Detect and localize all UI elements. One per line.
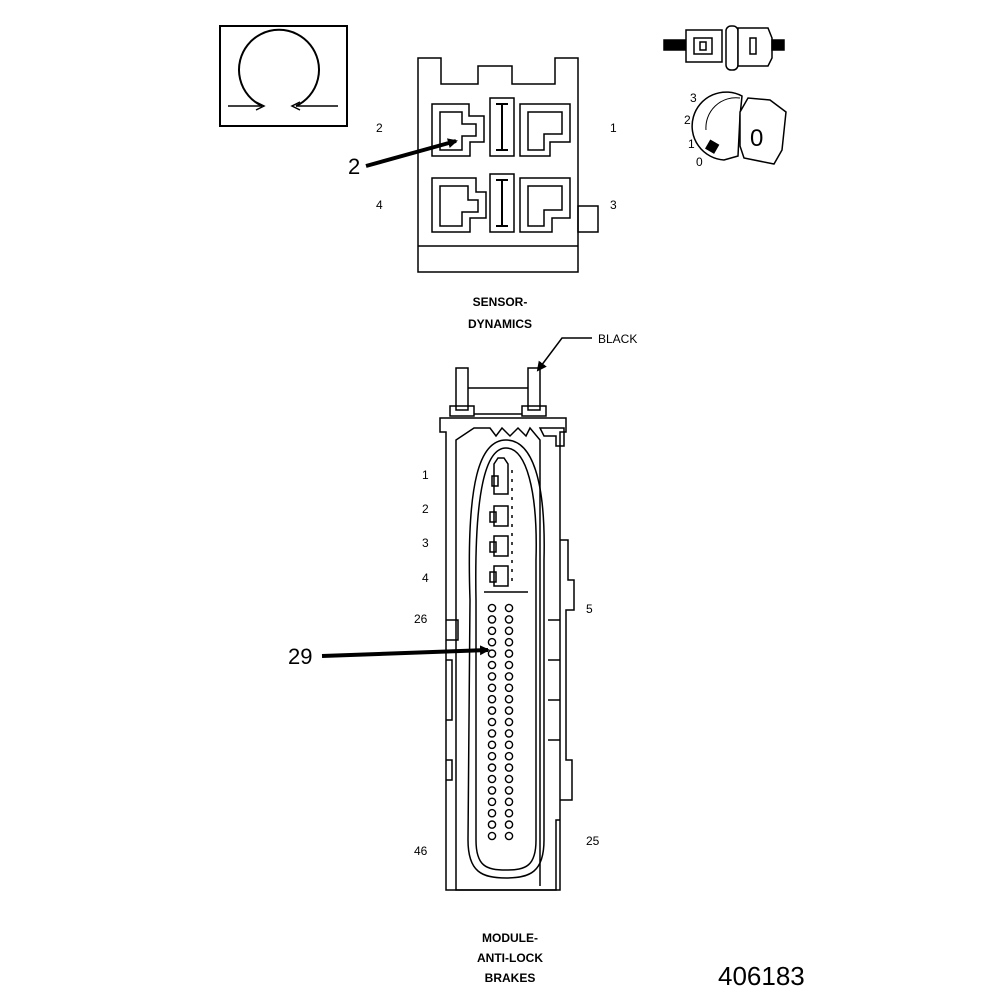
pin-cavity <box>504 683 514 693</box>
pin-cavity <box>504 808 514 818</box>
sensor-title-line1: SENSOR- <box>473 295 528 309</box>
module-pin-label-4: 4 <box>422 571 429 585</box>
pin-cavity <box>504 820 514 829</box>
pin-cavity <box>487 717 497 727</box>
pin-cavity <box>487 763 497 772</box>
pin-cavity <box>487 626 497 636</box>
pin-cavity <box>504 797 514 807</box>
module-title-line2: ANTI-LOCK <box>477 951 543 965</box>
key-label: 0 <box>750 125 763 152</box>
pin-cavity <box>504 649 514 658</box>
pin-cavity <box>504 786 514 795</box>
sensor-callout-arrow <box>365 138 458 168</box>
pin-cavity <box>504 763 514 772</box>
connector-color-label: BLACK <box>598 332 637 346</box>
color-leader-line <box>536 337 592 372</box>
pin-cavity <box>487 615 497 624</box>
key-scale-2: 2 <box>684 113 691 127</box>
sensor-dynamics-connector <box>417 57 599 273</box>
pin-cavity-grid <box>487 603 514 841</box>
pin-cavity <box>504 717 514 727</box>
key-scale-0: 0 <box>696 155 703 169</box>
module-callout-number: 29 <box>288 644 312 669</box>
pin-cavity <box>487 706 497 715</box>
module-title-line3: BRAKES <box>485 971 536 985</box>
sensor-pin-label-2: 2 <box>376 121 383 135</box>
key-scale-3: 3 <box>690 91 697 105</box>
module-pin-label-26: 26 <box>414 612 428 626</box>
module-pin-label-2: 2 <box>422 502 429 516</box>
pin-cavity <box>487 774 497 784</box>
pin-cavity <box>504 751 514 761</box>
terminal-view-symbol <box>219 25 348 127</box>
pin-cavity <box>504 603 514 613</box>
pin-cavity <box>487 729 497 738</box>
module-pin-label-3: 3 <box>422 536 429 550</box>
module-pin-label-46: 46 <box>414 844 428 858</box>
pin-cavity <box>487 831 497 841</box>
pin-cavity <box>487 637 497 647</box>
key-scale-1: 1 <box>688 137 695 151</box>
abs-module-connector <box>439 367 575 891</box>
pin-cavity <box>487 751 497 761</box>
pin-cavity <box>487 740 497 750</box>
pin-cavity <box>487 649 497 658</box>
pin-cavity <box>487 786 497 795</box>
pin-cavity <box>487 603 497 613</box>
pin-cavity <box>504 774 514 784</box>
pin-cavity <box>504 740 514 750</box>
pin-cavity <box>504 615 514 624</box>
pin-cavity <box>487 820 497 829</box>
module-pin-label-5: 5 <box>586 602 593 616</box>
pin-cavity <box>487 808 497 818</box>
pin-cavity <box>487 683 497 693</box>
pin-cavity <box>504 637 514 647</box>
pin-cavity <box>487 660 497 670</box>
pin-cavity <box>487 694 497 704</box>
sensor-pin-label-4: 4 <box>376 198 383 212</box>
pin-cavity <box>504 626 514 636</box>
pin-cavity <box>487 672 497 681</box>
pin-cavity <box>504 660 514 670</box>
pin-cavity <box>504 706 514 715</box>
pin-cavity <box>504 831 514 841</box>
module-callout-arrow <box>321 645 490 658</box>
mating-connector-icon <box>663 25 785 71</box>
sensor-pin-label-3: 3 <box>610 198 617 212</box>
pin-cavity <box>504 694 514 704</box>
pin-cavity <box>504 729 514 738</box>
module-title-line1: MODULE- <box>482 931 538 945</box>
sensor-callout-number: 2 <box>348 154 360 179</box>
figure-number: 406183 <box>718 961 805 991</box>
key-position-symbol <box>691 91 787 165</box>
pin-cavity <box>487 797 497 807</box>
module-pin-label-1: 1 <box>422 468 429 482</box>
sensor-pin-label-1: 1 <box>610 121 617 135</box>
sensor-title-line2: DYNAMICS <box>468 317 532 331</box>
module-pin-label-25: 25 <box>586 834 600 848</box>
pin-cavity <box>504 672 514 681</box>
